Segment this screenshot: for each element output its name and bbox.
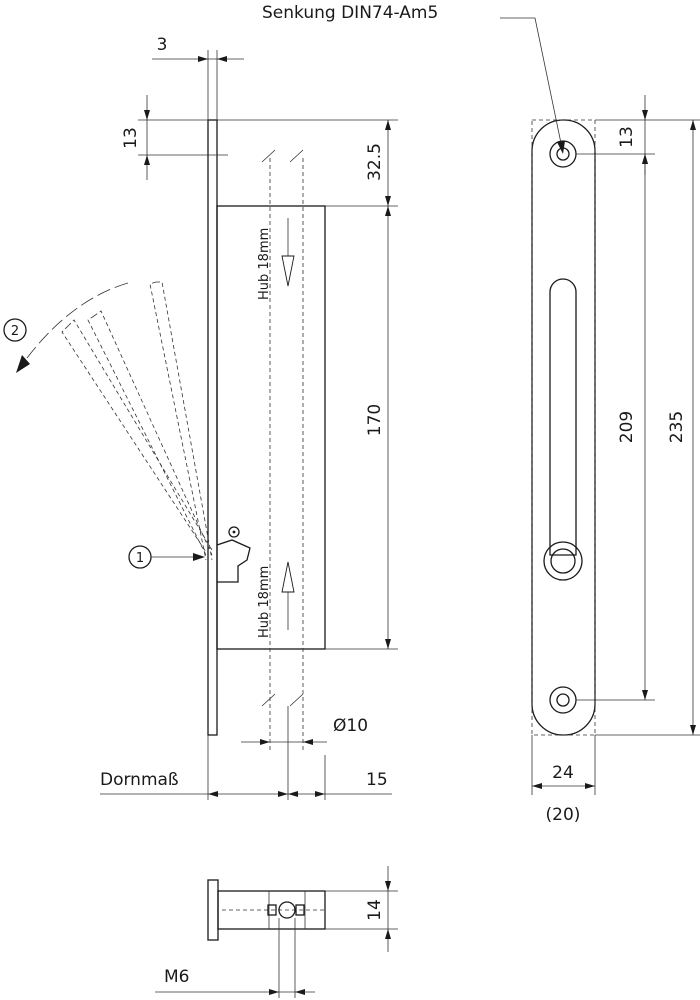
strike-plate-dimensions: 13 209 235 24 (20) (531, 95, 700, 825)
callout-1-text: 1 (136, 551, 144, 566)
break-line (261, 693, 276, 707)
pin-head (207, 879, 219, 941)
rotation-arc (23, 282, 129, 363)
strike-plate (531, 119, 596, 736)
dim-strike-top: 13 (617, 126, 637, 148)
faceplate (207, 119, 218, 736)
latch-swing-position (87, 315, 207, 556)
dim-pin-height: 14 (365, 899, 385, 921)
label-backset: Dornmaß (100, 770, 179, 790)
strike-plate-envelope (531, 119, 596, 736)
thread-hole (278, 901, 296, 919)
pin-shaft (217, 890, 326, 930)
label-countersink: Senkung DIN74-Am5 (262, 3, 438, 23)
rotation-arrowhead (16, 355, 30, 373)
dim-case-height: 170 (365, 404, 385, 436)
callout-1-arrowhead (193, 553, 205, 561)
break-line (289, 693, 304, 707)
countersink-hole-bottom (549, 686, 577, 714)
dim-pin-diameter: Ø10 (333, 716, 368, 736)
latch-swing-position (67, 319, 213, 551)
dim-faceplate-thickness: 3 (157, 35, 168, 55)
break-line (261, 149, 276, 163)
latch-swing-position (156, 281, 213, 561)
countersink-leader (500, 17, 563, 149)
dim-strike-length: 235 (667, 411, 687, 443)
slot-end-hole (550, 548, 576, 574)
callout-2-circle (3, 318, 27, 342)
lock-body-view: 1 2 Hub 18mm Hub 18mm (3, 119, 326, 750)
stroke-arrow-up-head (281, 561, 295, 593)
callout-2-text: 2 (11, 324, 19, 339)
dim-top-offset: 13 (121, 127, 141, 149)
latch-hook (216, 539, 251, 583)
latch-swing-position (61, 325, 207, 553)
latch-pivot (228, 526, 240, 538)
strike-slot (549, 278, 577, 556)
stroke-arrow-down-head (281, 255, 295, 287)
label-thread: M6 (164, 967, 189, 987)
slot-end-ring (543, 541, 583, 581)
latch-swing-position (93, 310, 213, 556)
dim-strike-width: 24 (552, 763, 574, 783)
latch-swing-position (149, 281, 207, 561)
stroke-label-top: Hub 18mm (257, 228, 272, 300)
pin-detail-view: 14 M6 (155, 866, 398, 998)
stroke-label-bottom: Hub 18mm (257, 566, 272, 638)
dim-strike-width-alt: (20) (546, 805, 581, 825)
lock-body-dimensions: 3 13 32.5 170 Ø10 Dornmaß 15 (100, 35, 398, 800)
dim-pin-offset: 15 (366, 770, 388, 790)
lock-case (216, 205, 326, 650)
dim-case-offset: 32.5 (365, 143, 385, 181)
break-line (289, 149, 304, 163)
dim-hole-spacing: 209 (617, 411, 637, 443)
strike-plate-view: Senkung DIN74-Am5 (262, 3, 596, 736)
